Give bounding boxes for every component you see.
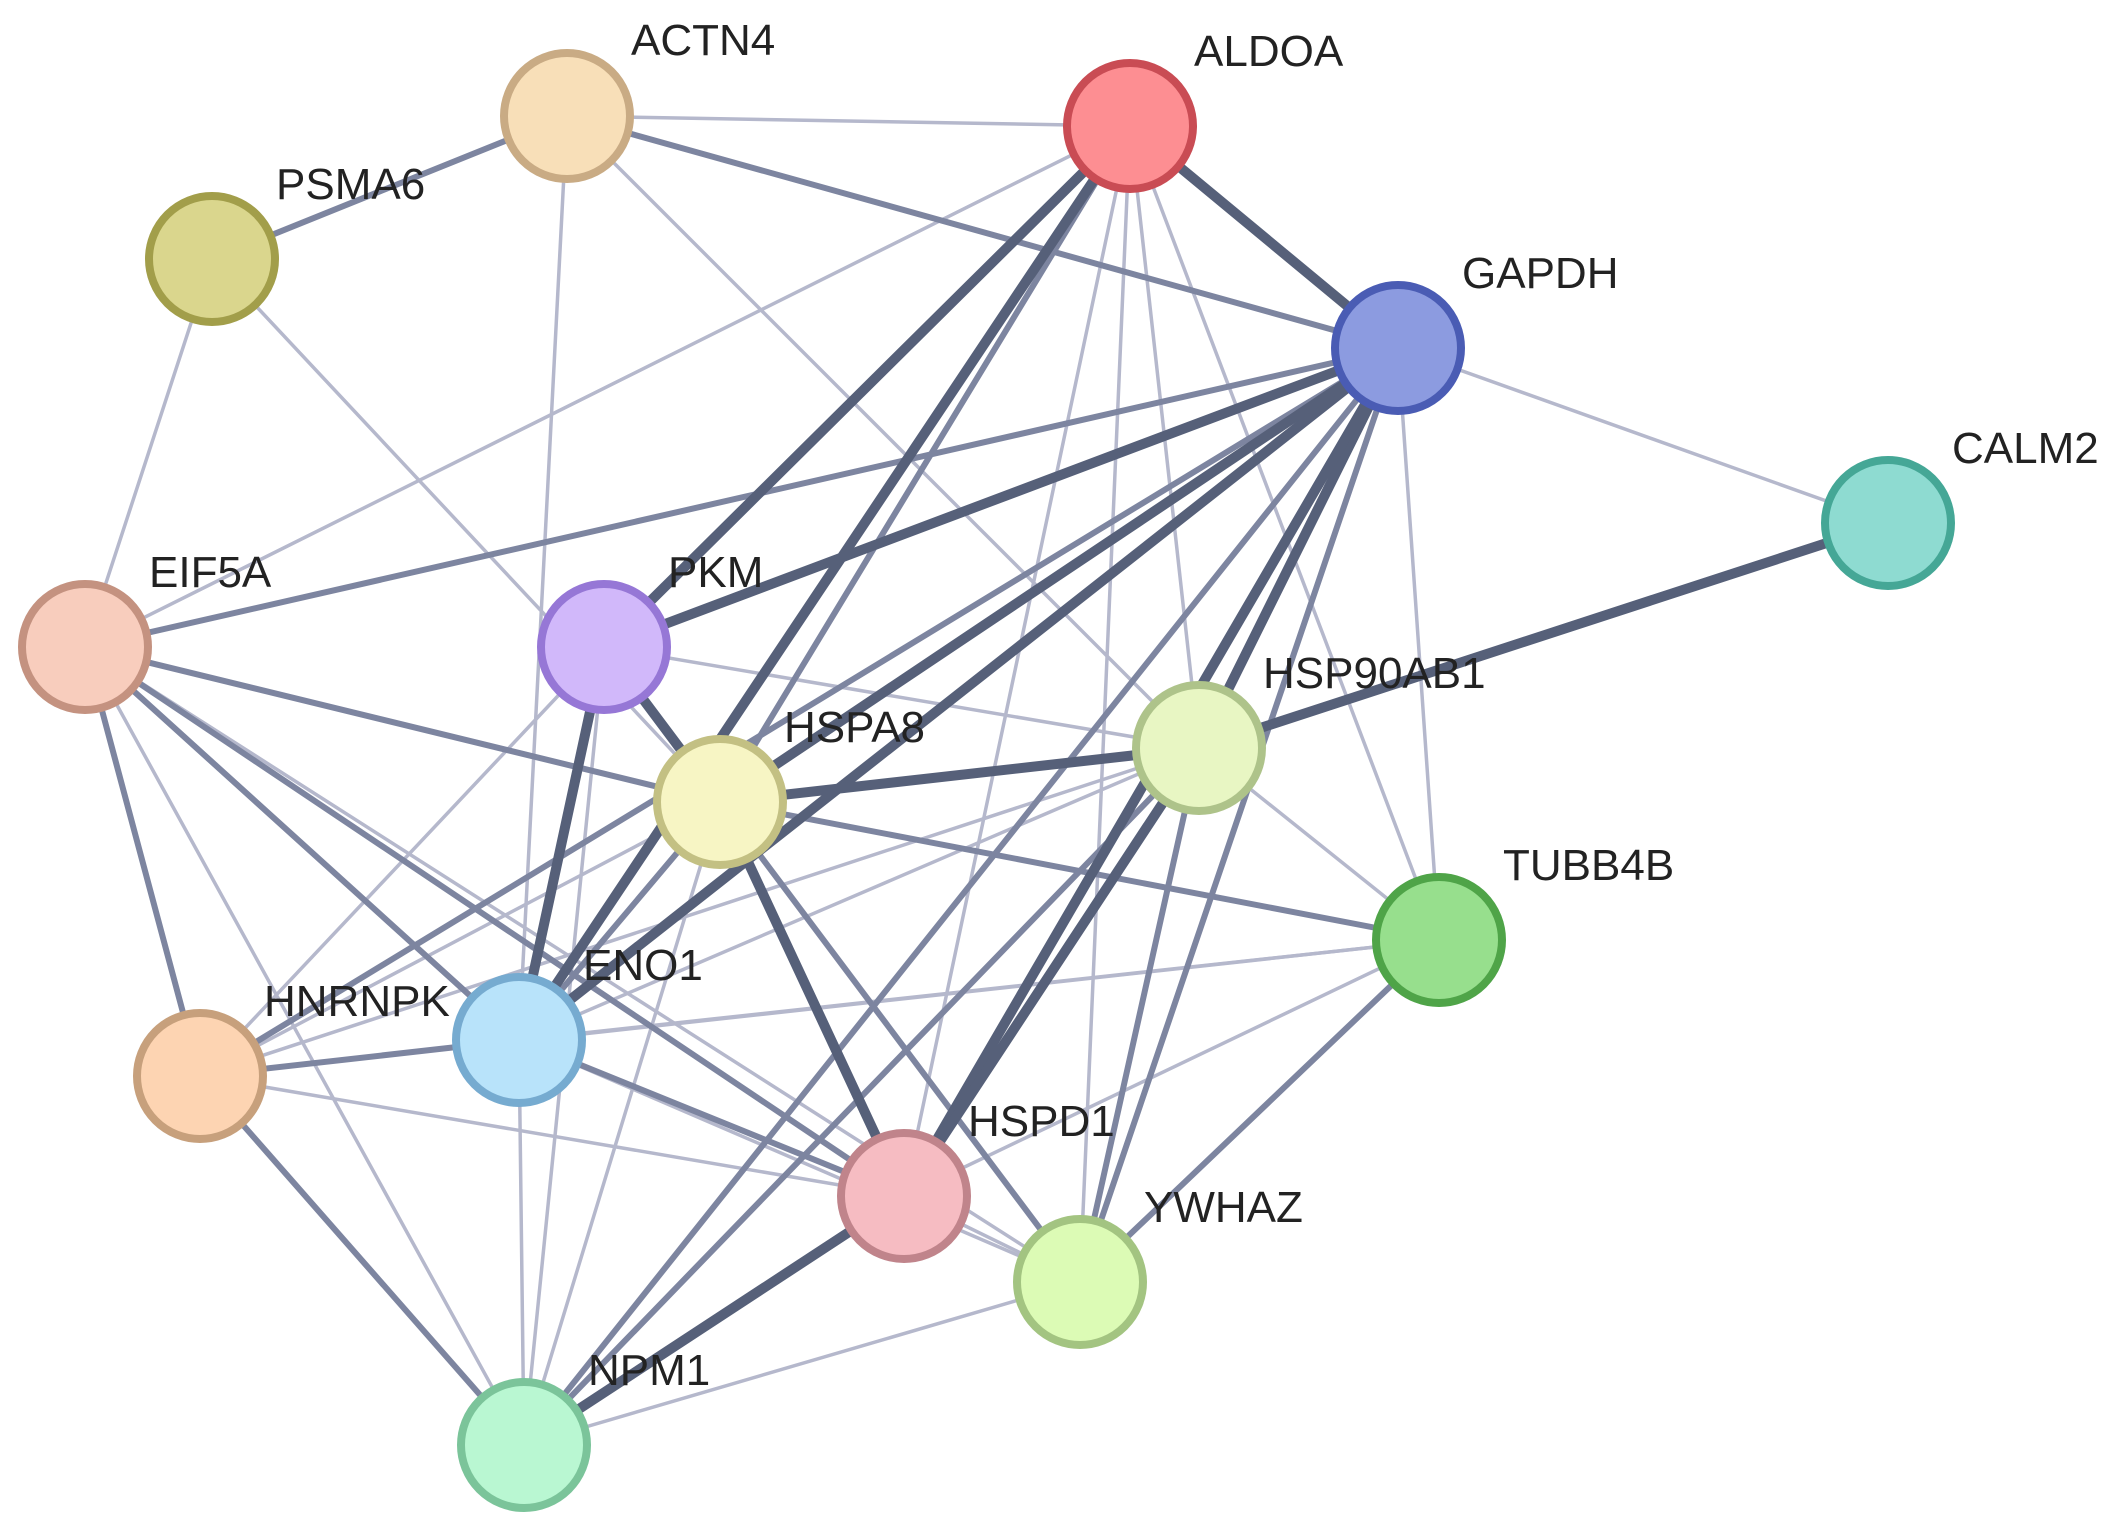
edge-ywhaz-npm1 [522,1280,1082,1447]
node-label-eif5a: EIF5A [149,548,272,597]
edge-hsp90ab1-hspd1 [899,743,1204,1201]
edge-psma6-hspa8 [210,257,722,804]
edge-eif5a-hspd1 [82,644,907,1199]
edge-gapdh-calm2 [1396,346,1890,525]
edge-psma6-eif5a [83,257,214,649]
edge-aldoa-ywhaz [1078,124,1132,1284]
node-label-actn4: ACTN4 [631,16,775,65]
node-calm2[interactable] [1821,456,1955,590]
node-label-hspa8: HSPA8 [784,703,925,752]
node-circle-eno1[interactable] [452,973,586,1107]
edge-hsp90ab1-ywhaz [1077,745,1202,1285]
edge-tubb4b-hspd1 [902,938,1441,1198]
node-aldoa[interactable] [1063,59,1197,193]
edge-pkm-hsp90ab1 [602,645,1201,750]
edge-eno1-npm1 [517,1038,526,1447]
node-circle-ywhaz[interactable] [1013,1215,1147,1349]
edge-actn4-aldoa [565,114,1132,128]
node-npm1[interactable] [457,1378,591,1512]
node-circle-gapdh[interactable] [1331,281,1465,415]
edge-pkm-eno1 [514,642,609,1045]
edge-actn4-eno1 [517,114,569,1042]
node-label-hsp90ab1: HSP90AB1 [1263,649,1486,698]
node-label-tubb4b: TUBB4B [1503,841,1674,890]
edge-actn4-gapdh [564,113,1401,351]
edge-hsp90ab1-eno1 [517,746,1201,1042]
edge-eif5a-hspa8 [82,644,723,805]
edge-tubb4b-ywhaz [1077,937,1442,1285]
node-gapdh[interactable] [1331,281,1465,415]
node-circle-psma6[interactable] [145,192,279,326]
node-eno1[interactable] [452,973,586,1107]
edge-aldoa-hspa8 [717,123,1133,805]
edge-gapdh-tubb4b [1396,346,1441,942]
node-circle-tubb4b[interactable] [1372,873,1506,1007]
node-circle-aldoa[interactable] [1063,59,1197,193]
node-label-calm2: CALM2 [1952,424,2099,473]
edge-hnrnpk-npm1 [197,1073,527,1448]
edge-calm2-hsp90ab1 [1194,518,1893,753]
node-label-hnrnpk: HNRNPK [264,977,450,1026]
node-circle-eif5a[interactable] [18,580,152,714]
edge-gapdh-npm1 [521,345,1401,1448]
node-psma6[interactable] [145,192,279,326]
edge-gapdh-pkm [599,343,1403,652]
node-label-gapdh: GAPDH [1462,249,1618,298]
node-tubb4b[interactable] [1372,873,1506,1007]
node-circle-actn4[interactable] [500,49,634,183]
edge-hspa8-hsp90ab1 [715,743,1204,807]
edge-gapdh-eif5a [82,345,1401,650]
edge-gapdh-hnrnpk [197,345,1401,1079]
node-circle-calm2[interactable] [1821,456,1955,590]
node-hspa8[interactable] [653,735,787,869]
edge-aldoa-eif5a [83,124,1132,649]
node-label-ywhaz: YWHAZ [1144,1183,1303,1232]
node-circle-hspa8[interactable] [653,735,787,869]
edge-eno1-hspd1 [516,1037,907,1199]
node-label-npm1: NPM1 [588,1346,710,1395]
node-circle-hnrnpk[interactable] [133,1009,267,1143]
edge-eif5a-eno1 [82,644,522,1043]
node-eif5a[interactable] [18,580,152,714]
edge-gapdh-hspa8 [715,343,1403,807]
edge-aldoa-pkm [599,121,1135,652]
edge-actn4-hsp90ab1 [565,114,1201,750]
edge-gapdh-eno1 [514,343,1403,1045]
node-hspd1[interactable] [837,1129,971,1263]
node-label-eno1: ENO1 [583,941,703,990]
node-circle-npm1[interactable] [457,1378,591,1512]
node-ywhaz[interactable] [1013,1215,1147,1349]
node-label-aldoa: ALDOA [1194,27,1344,76]
node-actn4[interactable] [500,49,634,183]
node-label-pkm: PKM [668,548,763,597]
node-hnrnpk[interactable] [133,1009,267,1143]
node-circle-hsp90ab1[interactable] [1132,681,1266,815]
edges-layer [82,113,1893,1450]
edge-eif5a-npm1 [83,645,526,1447]
node-label-psma6: PSMA6 [276,160,425,209]
edge-hspa8-hspd1 [715,797,909,1201]
node-circle-pkm[interactable] [537,580,671,714]
nodes-layer [18,49,1955,1512]
node-pkm[interactable] [537,580,671,714]
node-hsp90ab1[interactable] [1132,681,1266,815]
edge-eif5a-hnrnpk [82,644,203,1079]
node-label-hspd1: HSPD1 [968,1097,1115,1146]
edge-hspa8-ywhaz [717,799,1083,1285]
edge-aldoa-eno1 [514,121,1135,1045]
edge-hspd1-npm1 [519,1191,909,1450]
node-circle-hspd1[interactable] [837,1129,971,1263]
edge-gapdh-ywhaz [1077,345,1401,1285]
edge-hspa8-hnrnpk [198,800,722,1078]
